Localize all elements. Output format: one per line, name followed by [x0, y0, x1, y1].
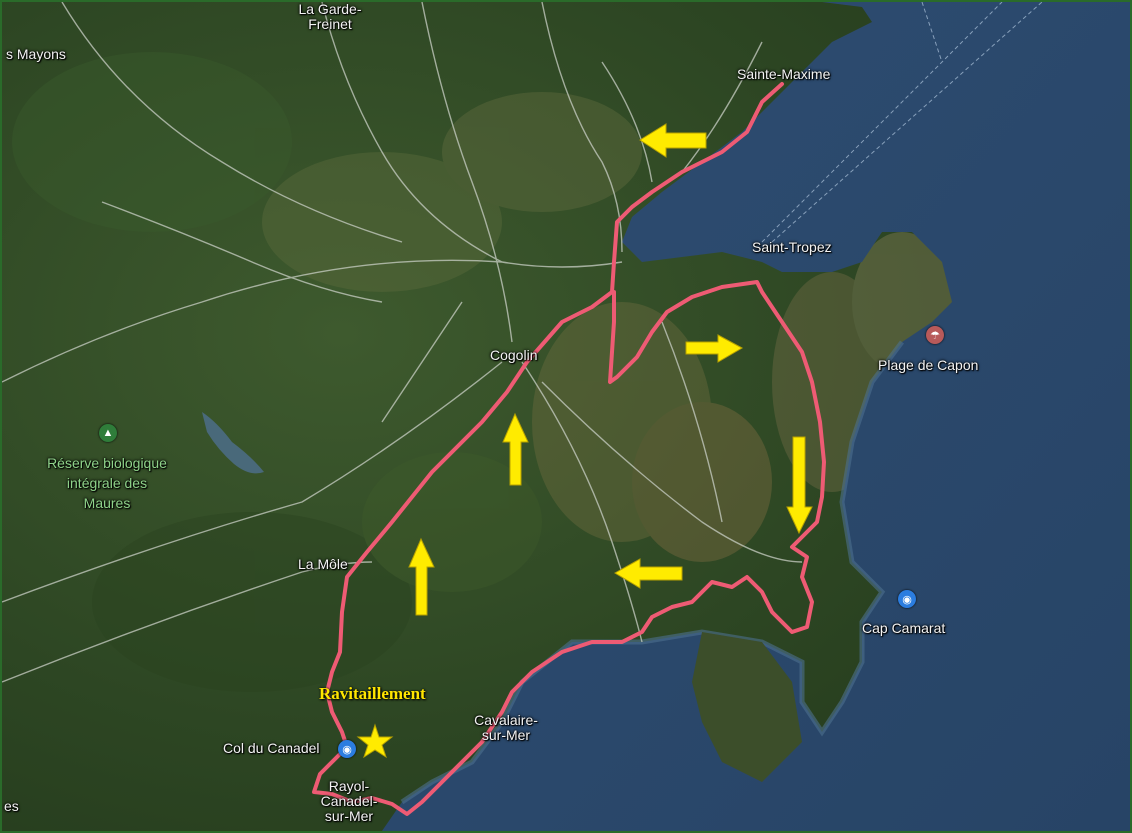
- arrow-icon: [502, 412, 529, 486]
- place-label-les-mayons[interactable]: s Mayons: [6, 46, 66, 62]
- gulf-of-saint-tropez-sea: [382, 2, 1130, 831]
- roads: [2, 2, 803, 683]
- camera-icon[interactable]: ◉: [338, 740, 356, 758]
- lake: [202, 412, 264, 474]
- arrow-icon: [786, 436, 813, 535]
- arrow-icon: [685, 334, 744, 363]
- umbrella-icon[interactable]: ☂: [926, 326, 944, 344]
- peninsula-land: [692, 632, 802, 782]
- ravitaillement-annotation: Ravitaillement: [319, 684, 426, 703]
- place-label-edge[interactable]: es: [4, 798, 19, 814]
- arrow-icon: [408, 537, 435, 616]
- place-label-saint-tropez[interactable]: Saint-Tropez: [752, 239, 832, 255]
- place-label-rayol-canadel-sur-mer[interactable]: Rayol-Canadel- sur-Mer: [320, 778, 378, 824]
- ferry-lines: [761, 2, 1043, 243]
- place-label-cogolin[interactable]: Cogolin: [490, 347, 538, 363]
- place-label-cavalaire-sur-mer[interactable]: Cavalaire- sur-Mer: [474, 712, 538, 743]
- place-label-cap-camarat[interactable]: Cap Camarat: [862, 620, 946, 636]
- arrow-icon: [614, 558, 683, 589]
- place-label-reserve-biologique[interactable]: Réserve biologique intégrale des Maures: [47, 455, 167, 511]
- place-label-col-du-canadel[interactable]: Col du Canadel: [223, 740, 320, 756]
- cycling-route: [312, 82, 826, 816]
- camera-icon[interactable]: ◉: [898, 590, 916, 608]
- terrain-texture: [12, 52, 952, 692]
- place-label-la-garde-freinet[interactable]: La Garde- Freinet: [298, 1, 362, 32]
- shallow-coast: [400, 340, 904, 805]
- star-icon: [356, 723, 394, 759]
- place-label-plage-de-capon[interactable]: Plage de Capon: [878, 357, 979, 373]
- place-label-sainte-maxime[interactable]: Sainte-Maxime: [737, 66, 831, 82]
- arrow-icon: [639, 123, 707, 158]
- direction-arrows: [408, 123, 813, 616]
- tree-icon[interactable]: ▲: [99, 424, 117, 442]
- place-label-la-mole[interactable]: La Môle: [298, 556, 348, 572]
